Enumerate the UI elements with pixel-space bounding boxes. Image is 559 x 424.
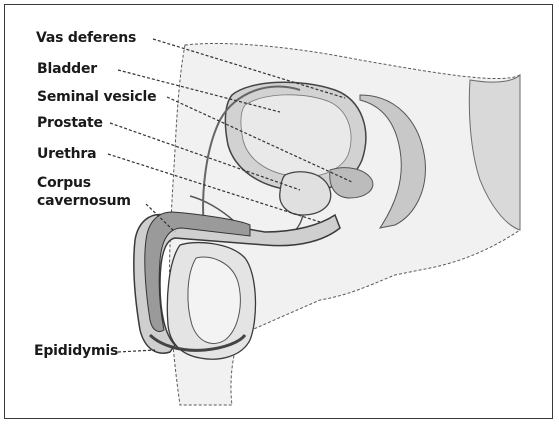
prostate-shape — [280, 172, 331, 215]
label-epididymis: Epididymis — [34, 343, 118, 359]
label-urethra: Urethra — [37, 146, 96, 162]
label-bladder: Bladder — [37, 61, 97, 77]
label-corpus-cavernosum-line2: cavernosum — [37, 193, 131, 209]
label-prostate: Prostate — [37, 115, 103, 131]
label-seminal-vesicle: Seminal vesicle — [37, 89, 156, 105]
label-corpus-cavernosum-line1: Corpus — [37, 175, 91, 191]
label-vas-deferens: Vas deferens — [36, 30, 136, 46]
leader-epididymis — [118, 350, 155, 352]
